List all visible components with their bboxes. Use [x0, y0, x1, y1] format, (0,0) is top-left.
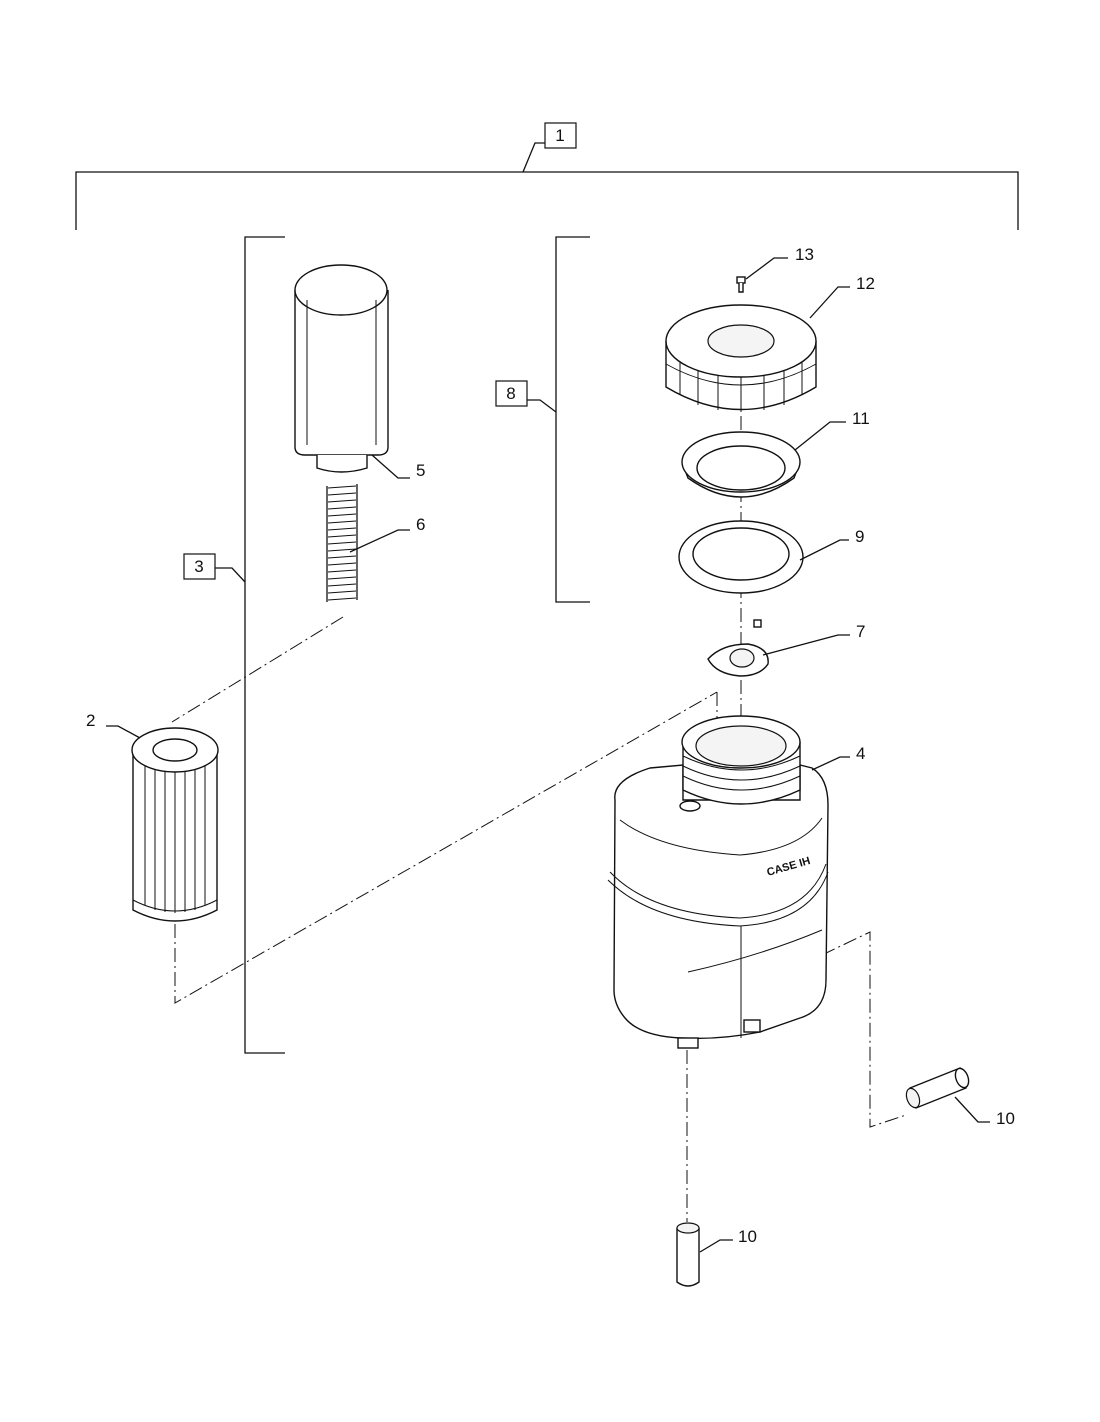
tube-part-10-bottom: 10 [676, 1222, 757, 1287]
callout-box-1 [544, 122, 577, 149]
valve-part-7: 7 [707, 619, 865, 677]
callout-12: 12 [856, 274, 875, 293]
callout-9: 9 [855, 527, 864, 546]
tube-part-10-right: 10 [905, 1067, 1015, 1128]
callout-7: 7 [856, 622, 865, 641]
screw-part-13: 13 [736, 245, 814, 293]
assembly-bracket-8: 8 [495, 236, 590, 603]
callout-4: 4 [856, 744, 865, 763]
callout-8: 8 [506, 384, 515, 403]
filter-element-part-2: 2 [86, 711, 219, 922]
callout-10-bottom: 10 [738, 1227, 757, 1246]
callout-5: 5 [416, 461, 425, 480]
reservoir-tank-part-4: CASE IH 4 [607, 715, 865, 1049]
callout-6: 6 [416, 515, 425, 534]
callout-1: 1 [555, 126, 564, 145]
callout-box-3 [183, 553, 216, 580]
callout-box-8 [495, 380, 528, 407]
assembly-bracket-1: 1 [75, 122, 1019, 230]
callout-3: 3 [194, 557, 203, 576]
callout-11: 11 [852, 409, 870, 428]
callout-13: 13 [795, 245, 814, 264]
spring-part-6: 6 [326, 482, 425, 602]
callout-10-right: 10 [996, 1109, 1015, 1128]
callout-2: 2 [86, 711, 95, 730]
assembly-bracket-3: 3 [183, 236, 285, 1054]
gasket-part-9: 9 [678, 520, 864, 594]
seal-ring-part-11: 11 [681, 409, 870, 498]
filter-canister-part-5: 5 [294, 264, 425, 480]
cap-part-12: 12 [665, 274, 875, 412]
